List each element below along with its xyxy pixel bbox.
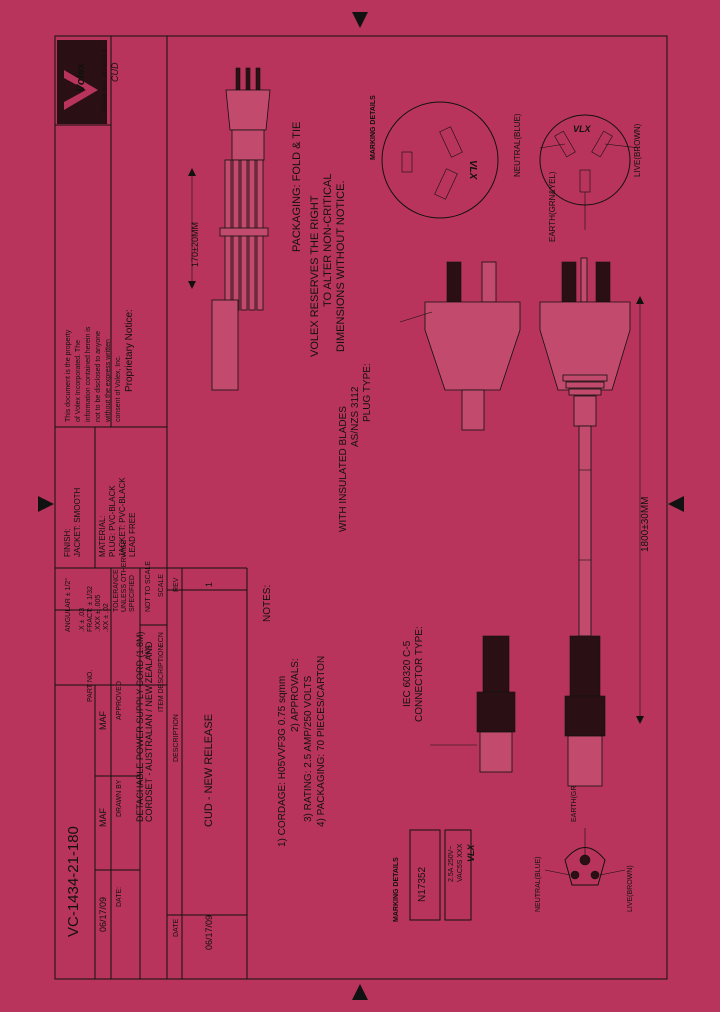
reserve-notice: VOLEX RESERVES THE RIGHT TO ALTER NON-CR… [309, 174, 347, 357]
volex-logo: Volex [57, 40, 107, 124]
svg-text:VLX: VLX [573, 124, 592, 134]
svg-text:PLUG: PVC-BLACK: PLUG: PVC-BLACK [108, 485, 117, 557]
part-no-label: PART NO. [87, 670, 94, 702]
svg-text:IEC 60320 C-5: IEC 60320 C-5 [402, 640, 413, 707]
marking-details-label: MARKING DETAILS [370, 95, 377, 160]
item-description-line-1: CORDSET - AUSTRALIAN / NEW ZEALAND [144, 641, 154, 822]
plug-side-view-2 [539, 257, 631, 427]
right-center-mark-icon [668, 496, 684, 512]
connector-marking-code: N17352 [417, 867, 428, 902]
svg-text:.X ± .03: .X ± .03 [79, 608, 86, 632]
rev-description: CUD - NEW RELEASE [203, 714, 215, 827]
svg-text:FINISH:: FINISH: [63, 529, 72, 557]
scale-label: SCALE [158, 574, 165, 597]
svg-text:WITH INSULATED BLADES: WITH INSULATED BLADES [338, 406, 349, 532]
approved-label: APPROVED [116, 681, 123, 720]
pin-live-label: LIVE(BROWN) [633, 123, 642, 177]
drawing-border [54, 35, 668, 980]
connector-marking-details-label: MARKING DETAILS [393, 857, 400, 922]
connector-marking-label-box [444, 829, 472, 921]
rev-date: 06/17/09 [204, 915, 214, 950]
connector-side-view [564, 635, 606, 787]
svg-text:Volex: Volex [75, 62, 87, 92]
svg-text:4) PACKAGING: 70 PIECES/CARTON: 4) PACKAGING: 70 PIECES/CARTON [316, 656, 327, 827]
connector-marking-line-3: 2.5A 250V~ [448, 846, 455, 882]
bottom-center-mark-icon [352, 984, 368, 1000]
svg-text:.XX ± .02: .XX ± .02 [103, 603, 110, 632]
description-header: DESCRIPTION [173, 714, 180, 762]
ecn-label: ECN [158, 632, 165, 647]
tolerance-block: TOLERANCE UNLESS OTHERWISE SPECIFIED .XX… [64, 539, 136, 632]
svg-text:1) CORDAGE: H05VVF3G 0.75 sqmm: 1) CORDAGE: H05VVF3G 0.75 sqmm [277, 676, 288, 847]
plug-face-diagram: VLX [539, 114, 641, 230]
connector-face-diagram [544, 828, 626, 886]
svg-text:of Volex Incorporated. The: of Volex Incorporated. The [75, 340, 82, 422]
plug-face-marking: VLX [381, 101, 499, 219]
svg-text:information contained herein i: information contained herein is [85, 326, 92, 422]
svg-text:FRACT: ± 1/32: FRACT: ± 1/32 [87, 586, 94, 632]
drawn-by-value: MAF [98, 808, 108, 828]
drawn-by-label: DRAWN BY [116, 779, 123, 817]
left-center-mark-icon [38, 496, 54, 512]
fold-dimension: 170±20MM [190, 222, 200, 267]
form-number: FORM: INTL-R7 REV.A [103, 49, 109, 112]
part-number: VC-1434-21-180 [65, 826, 82, 937]
plug-type-label: PLUG TYPE: AS/NZS 3112 WITH INSULATED BL… [338, 363, 373, 532]
ecn-value: N/A [145, 645, 152, 657]
svg-text:JACKET: SMOOTH: JACKET: SMOOTH [73, 487, 82, 557]
svg-text:VLX: VLX [467, 160, 478, 181]
svg-text:TO ALTER NON-CRITICAL: TO ALTER NON-CRITICAL [322, 174, 334, 307]
svg-text:consent of Volex, Inc.: consent of Volex, Inc. [115, 355, 122, 422]
svg-text:without the express written: without the express written [105, 339, 112, 423]
svg-text:This document is the property: This document is the property [65, 329, 72, 422]
connector-side-view-2 [430, 635, 516, 773]
connector-live-label: LIVE(BROWN) [627, 865, 634, 912]
plug-side-view [399, 261, 521, 431]
svg-text:CONNECTOR TYPE:: CONNECTOR TYPE: [414, 626, 425, 722]
packaging-note: PACKAGING: FOLD & TIE [291, 122, 303, 252]
connector-earth-label: EARTH(GRN&YEL) [571, 760, 578, 822]
pin-earth-label: EARTH(GRN&YEL) [548, 171, 557, 242]
connector-type-label: CONNECTOR TYPE: IEC 60320 C-5 [402, 626, 425, 722]
svg-text:PLUG TYPE:: PLUG TYPE: [362, 363, 373, 422]
svg-text:NOTES:: NOTES: [262, 585, 273, 622]
material-block: MATERIAL: PLUG: PVC-BLACK JACKET: PVC-BL… [63, 477, 137, 557]
date-label: DATE: [116, 887, 123, 907]
svg-text:Proprietary Notice:: Proprietary Notice: [124, 309, 135, 392]
svg-text:ANGULAR ± 1/2°: ANGULAR ± 1/2° [64, 578, 72, 632]
svg-text:DIMENSIONS WITHOUT NOTICE.: DIMENSIONS WITHOUT NOTICE. [335, 180, 347, 352]
svg-text:TOLERANCE: TOLERANCE [113, 569, 120, 612]
division-label: CUD [110, 62, 120, 82]
date-value: 06/17/09 [98, 897, 108, 932]
connector-neutral-label: NEUTRAL(BLUE) [535, 856, 542, 912]
top-center-mark-icon [352, 12, 368, 28]
rev-number: 1 [204, 582, 214, 587]
cord-length-dimension: 1800±30MM [640, 496, 651, 552]
svg-text:AS/NZS 3112: AS/NZS 3112 [350, 386, 361, 447]
item-description-label: ITEM DESCRIPTION [158, 645, 165, 712]
proprietary-notice: Proprietary Notice: This document is the… [65, 309, 135, 423]
svg-text:MATERIAL:: MATERIAL: [98, 515, 107, 557]
svg-text:3) RATING: 2.5 AMP/250 VOLTS: 3) RATING: 2.5 AMP/250 VOLTS [303, 675, 314, 822]
svg-text:.XXX ± .005: .XXX ± .005 [95, 595, 102, 632]
date-header: DATE [173, 919, 180, 937]
svg-text:VOLEX RESERVES THE RIGHT: VOLEX RESERVES THE RIGHT [309, 195, 321, 357]
svg-text:UNLESS OTHERWISE: UNLESS OTHERWISE [121, 539, 128, 612]
svg-text:SPECIFIED: SPECIFIED [129, 575, 136, 612]
svg-text:not to be disclosed to anyone: not to be disclosed to anyone [95, 331, 102, 422]
pin-neutral-label: NEUTRAL(BLUE) [513, 113, 522, 177]
notes-block: NOTES: 1) CORDAGE: H05VVF3G 0.75 sqmm 2)… [262, 585, 327, 847]
folded-cord-drawing [188, 67, 271, 391]
connector-marking-box [409, 829, 441, 921]
rev-header: REV [173, 577, 180, 592]
approved-value: MAF [98, 711, 108, 731]
connector-marking-line-2: VAC5S XXX [457, 843, 464, 882]
item-description-line-2: DETACHABLE POWER SUPPLY CORD (1.8M) [135, 631, 145, 822]
scale-value: NOT TO SCALE [145, 561, 152, 612]
svg-text:2) APPROVALS:: 2) APPROVALS: [290, 658, 301, 732]
svg-text:LEAD FREE: LEAD FREE [128, 513, 137, 557]
svg-text:JACKET: PVC-BLACK: JACKET: PVC-BLACK [118, 477, 127, 557]
